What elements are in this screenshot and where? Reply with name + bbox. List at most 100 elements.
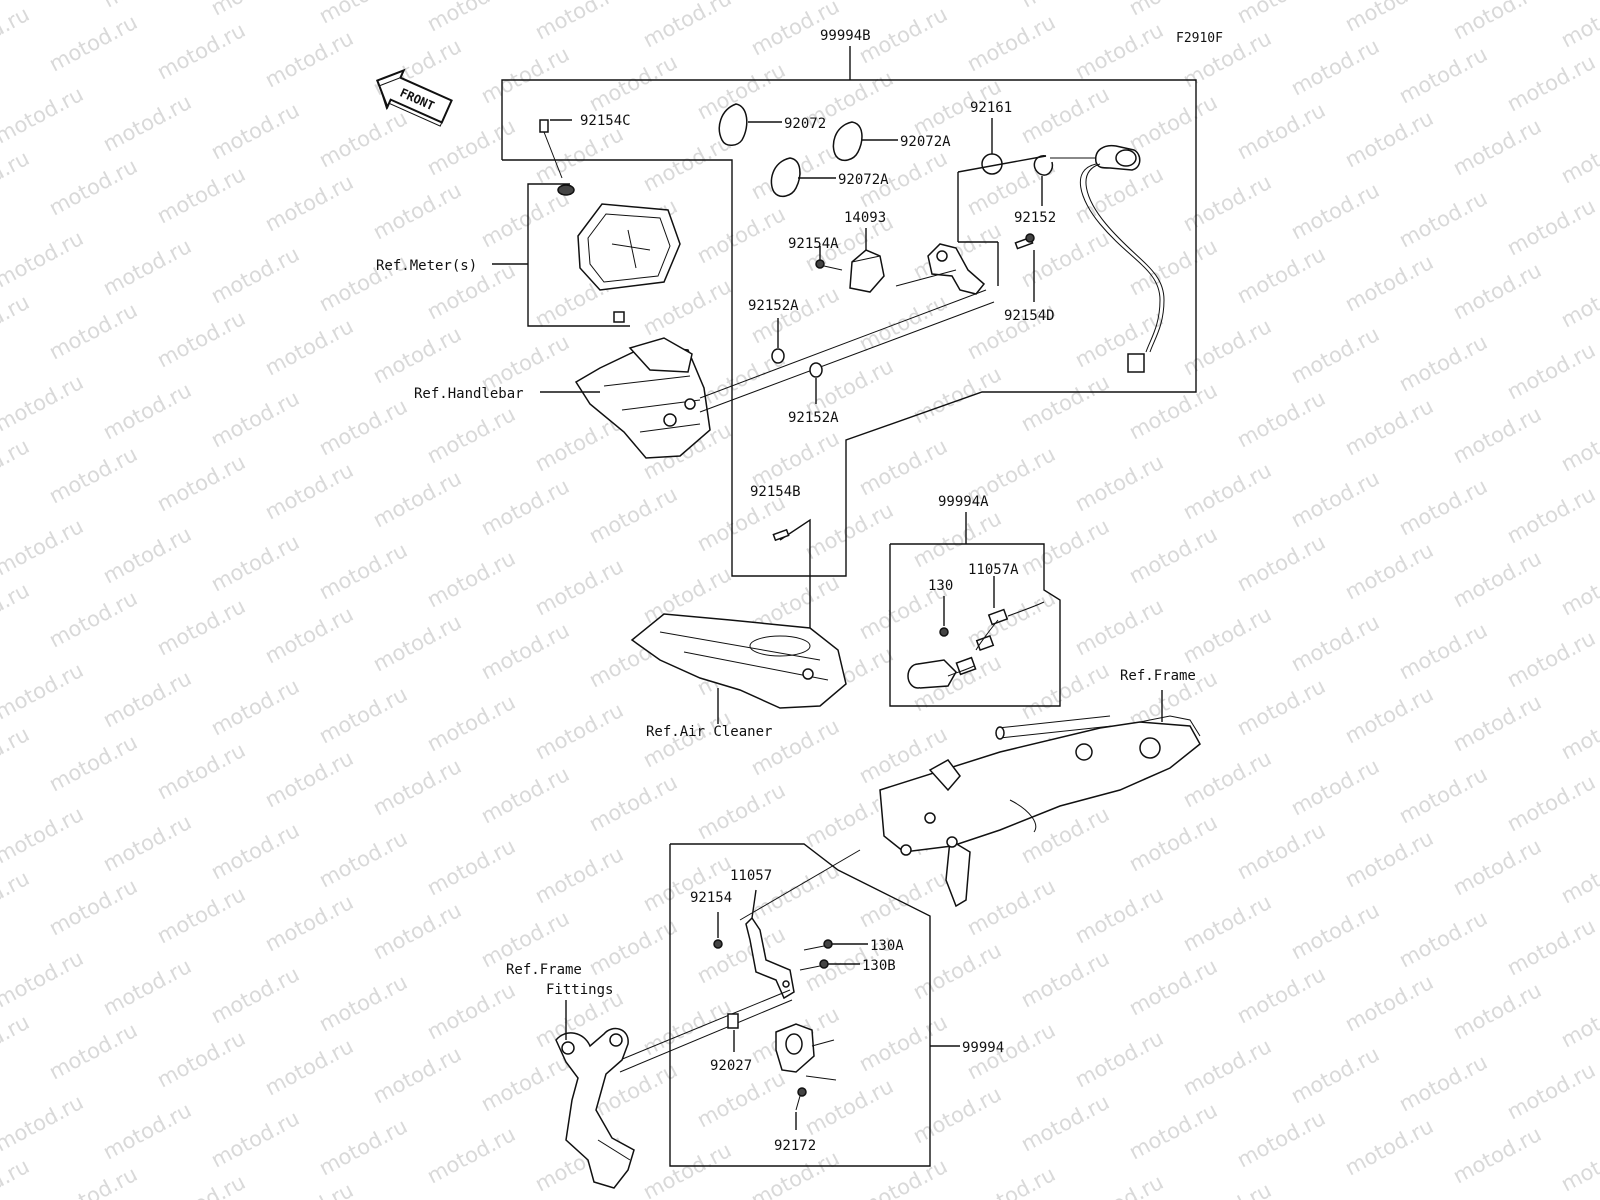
group-label-99994A: 99994A: [938, 494, 989, 510]
watermark-text: motod.ru: [1233, 242, 1329, 308]
watermark-text: motod.ru: [1233, 98, 1329, 164]
part-130A: 130A: [870, 938, 904, 954]
watermark-text: motod.ru: [207, 962, 303, 1028]
watermark-text: motod.ru: [1503, 194, 1599, 260]
watermark-text: motod.ru: [369, 1042, 465, 1108]
watermark-text: motod.ru: [1287, 34, 1383, 100]
watermark-text: motod.ru: [0, 1010, 33, 1076]
watermark-text: motod.ru: [423, 1122, 519, 1188]
part-92154: 92154: [690, 890, 732, 906]
bolt-130: [939, 627, 949, 637]
watermark-text: motod.ru: [1341, 826, 1437, 892]
part-92152A-2: 92152A: [788, 410, 839, 426]
watermark-text: motod.ru: [963, 1162, 1059, 1200]
watermark-text: motod.ru: [1071, 1026, 1167, 1092]
watermark-text: motod.ru: [423, 0, 519, 36]
ref-frame-fittings-label-2: Fittings: [546, 982, 613, 998]
part-92154C: 92154C: [580, 113, 631, 129]
part-14093: 14093: [844, 210, 886, 226]
watermark-text: motod.ru: [855, 866, 951, 932]
part-92072A-1: 92072A: [900, 134, 951, 150]
part-130: 130: [928, 578, 953, 594]
part-92154D: 92154D: [1004, 308, 1055, 324]
watermark-text: motod.ru: [0, 946, 87, 1012]
motorcycle-frame: [739, 715, 1201, 921]
watermark-text: motod.ru: [1449, 402, 1545, 468]
part-11057: 11057: [730, 868, 772, 884]
watermark-text: motod.ru: [153, 594, 249, 660]
front-arrow-icon: FRONT: [375, 68, 453, 127]
watermark-text: motod.ru: [1233, 818, 1329, 884]
figure-code: F2910F: [1176, 31, 1223, 46]
watermark-text: motod.ru: [1233, 386, 1329, 452]
socket-bracket: [895, 155, 1047, 295]
watermark-text: motod.ru: [315, 682, 411, 748]
watermark-text: motod.ru: [1395, 762, 1491, 828]
part-92152: 92152: [1014, 210, 1056, 226]
watermark-text: motod.ru: [1179, 890, 1275, 956]
watermark-text: motod.ru: [963, 874, 1059, 940]
watermark-text: motod.ru: [477, 186, 573, 252]
watermark-text: motod.ru: [639, 1138, 735, 1200]
watermark-text: motod.ru: [369, 178, 465, 244]
watermark-text: motod.ru: [261, 1178, 357, 1200]
watermark-text: motod.ru: [1395, 330, 1491, 396]
watermark-text: motod.ru: [1395, 906, 1491, 972]
watermark-text: motod.ru: [1449, 1122, 1545, 1188]
watermark-text: motod.ru: [693, 778, 789, 844]
watermark-text: motod.ru: [1017, 82, 1113, 148]
watermark-text: motod.ru: [1017, 658, 1113, 724]
watermark-text: motod.ru: [1179, 1178, 1275, 1200]
meter-ref-bracket: [527, 183, 630, 327]
watermark-text: motod.ru: [1503, 50, 1599, 116]
watermark-text: motod.ru: [693, 1066, 789, 1132]
watermark-text: motod.ru: [207, 386, 303, 452]
watermark-text: motod.ru: [0, 514, 87, 580]
watermark-text: motod.ru: [261, 458, 357, 524]
watermark-text: motod.ru: [1341, 682, 1437, 748]
bolt-92154: [713, 939, 723, 949]
watermark-text: motod.ru: [855, 434, 951, 500]
watermark-text: motod.ru: [1557, 986, 1600, 1052]
bolt-92154C: [539, 119, 575, 196]
watermark-text: motod.ru: [1449, 114, 1545, 180]
watermark-text: motod.ru: [531, 0, 627, 44]
part-11057A: 11057A: [968, 562, 1019, 578]
watermark-text: motod.ru: [1017, 0, 1113, 12]
watermark-text: motod.ru: [909, 0, 1005, 4]
handlebar-tube: [699, 289, 987, 399]
watermark-text: motod.ru: [207, 818, 303, 884]
watermark-text: motod.ru: [1071, 306, 1167, 372]
watermark-text: motod.ru: [477, 762, 573, 828]
clamp-92072A-2: [770, 157, 801, 198]
watermark-text: motod.ru: [1287, 466, 1383, 532]
watermark-text: motod.ru: [1449, 0, 1545, 44]
watermark-text: motod.ru: [0, 802, 87, 868]
watermark-text: motod.ru: [1557, 698, 1600, 764]
watermark-text: motod.ru: [0, 578, 33, 644]
watermark-text: motod.ru: [261, 1034, 357, 1100]
watermark-text: motod.ru: [315, 106, 411, 172]
watermark-text: motod.ru: [1341, 0, 1437, 36]
watermark-text: motod.ru: [1503, 914, 1599, 980]
watermark-text: motod.ru: [1341, 394, 1437, 460]
watermark-text: motod.ru: [1503, 626, 1599, 692]
watermark-text: motod.ru: [1071, 882, 1167, 948]
watermark-text: motod.ru: [1179, 1034, 1275, 1100]
watermark-text: motod.ru: [207, 0, 303, 20]
part-92172: 92172: [774, 1138, 816, 1154]
watermark-text: motod.ru: [531, 698, 627, 764]
watermark-text: motod.ru: [585, 482, 681, 548]
watermark-text: motod.ru: [1557, 410, 1600, 476]
watermark-text: motod.ru: [1449, 978, 1545, 1044]
watermark-text: motod.ru: [369, 322, 465, 388]
watermark-text: motod.ru: [1017, 514, 1113, 580]
watermark-text: motod.ru: [153, 1170, 249, 1200]
collar-92152A-2: [809, 362, 823, 378]
watermark-text: motod.ru: [747, 426, 843, 492]
watermark-text: motod.ru: [1287, 178, 1383, 244]
watermark-text: motod.ru: [1557, 1130, 1600, 1196]
watermark-text: motod.ru: [1233, 0, 1329, 28]
watermark-text: motod.ru: [315, 394, 411, 460]
